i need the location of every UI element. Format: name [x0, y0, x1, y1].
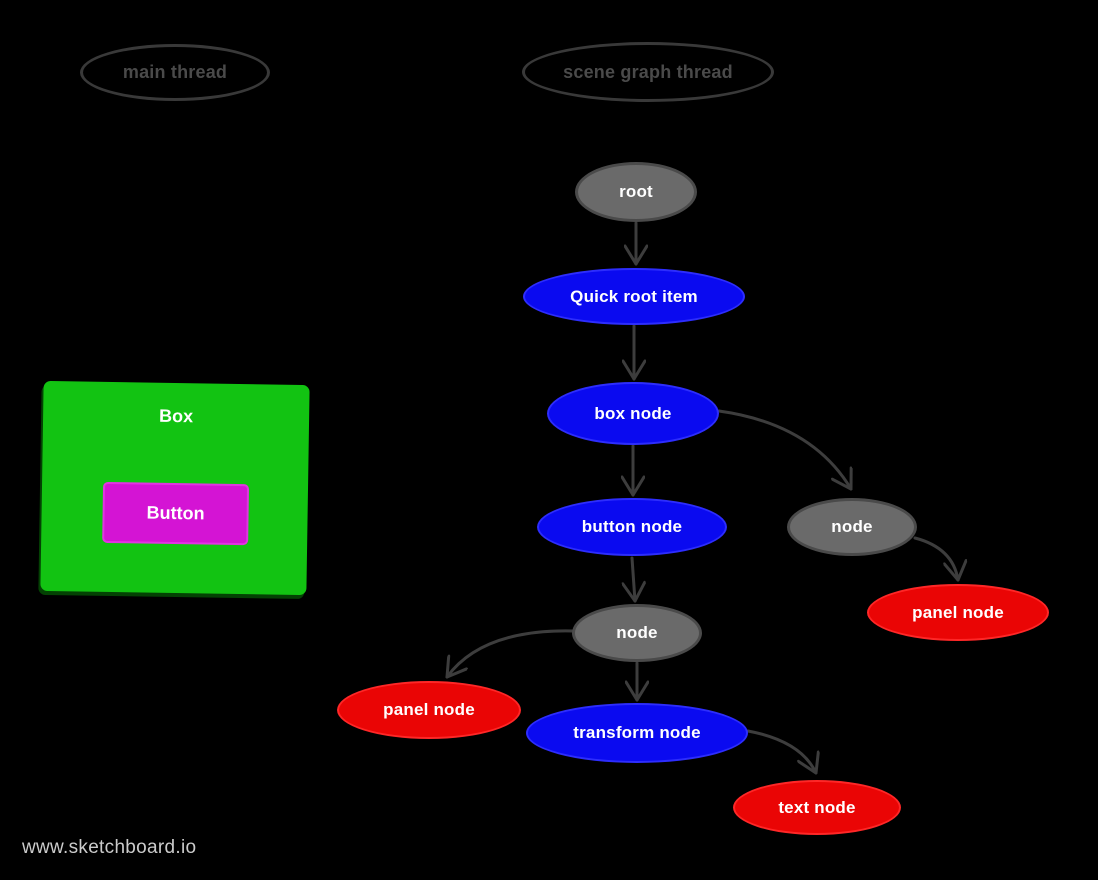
ui-preview-button-label: Button — [146, 502, 205, 524]
node-right[interactable]: node — [787, 498, 917, 556]
node-box-node-label: box node — [594, 403, 672, 423]
node-center[interactable]: node — [572, 604, 702, 662]
edge-buttonnode-nodecenter[interactable] — [632, 556, 635, 603]
node-box-node[interactable]: box node — [547, 382, 719, 445]
node-right-label: node — [831, 517, 873, 536]
lane-main-thread[interactable]: main thread — [80, 44, 270, 101]
ui-preview-box-label: Box — [158, 405, 194, 427]
edge-boxnode-noderight[interactable] — [717, 409, 851, 491]
edge-transform-textnode[interactable] — [746, 729, 816, 775]
edge-noderight-panelright[interactable] — [913, 536, 958, 582]
lane-scene-graph-thread[interactable]: scene graph thread — [522, 42, 774, 102]
node-transform-node[interactable]: transform node — [526, 703, 748, 763]
node-button-node[interactable]: button node — [537, 498, 727, 556]
node-transform-node-label: transform node — [573, 723, 701, 742]
ui-preview-box[interactable]: Box Button — [40, 380, 310, 596]
node-panel-node-right[interactable]: panel node — [867, 584, 1049, 641]
node-panel-node-right-label: panel node — [912, 602, 1004, 622]
edge-nodecenter-panelleft[interactable] — [445, 629, 575, 679]
watermark: www.sketchboard.io — [22, 837, 197, 858]
lane-scene-graph-thread-label: scene graph thread — [563, 61, 733, 82]
node-quick-root-item[interactable]: Quick root item — [523, 268, 745, 325]
node-root[interactable]: root — [575, 162, 697, 222]
node-quick-root-item-label: Quick root item — [570, 286, 698, 306]
node-text-node-label: text node — [778, 797, 856, 817]
node-text-node[interactable]: text node — [733, 780, 901, 835]
node-button-node-label: button node — [581, 517, 683, 536]
node-panel-node-left[interactable]: panel node — [337, 681, 521, 739]
lane-main-thread-label: main thread — [122, 62, 228, 82]
node-panel-node-left-label: panel node — [383, 700, 475, 719]
node-center-label: node — [616, 623, 658, 642]
ui-preview-button[interactable]: Button — [102, 481, 250, 546]
node-root-label: root — [619, 182, 653, 201]
